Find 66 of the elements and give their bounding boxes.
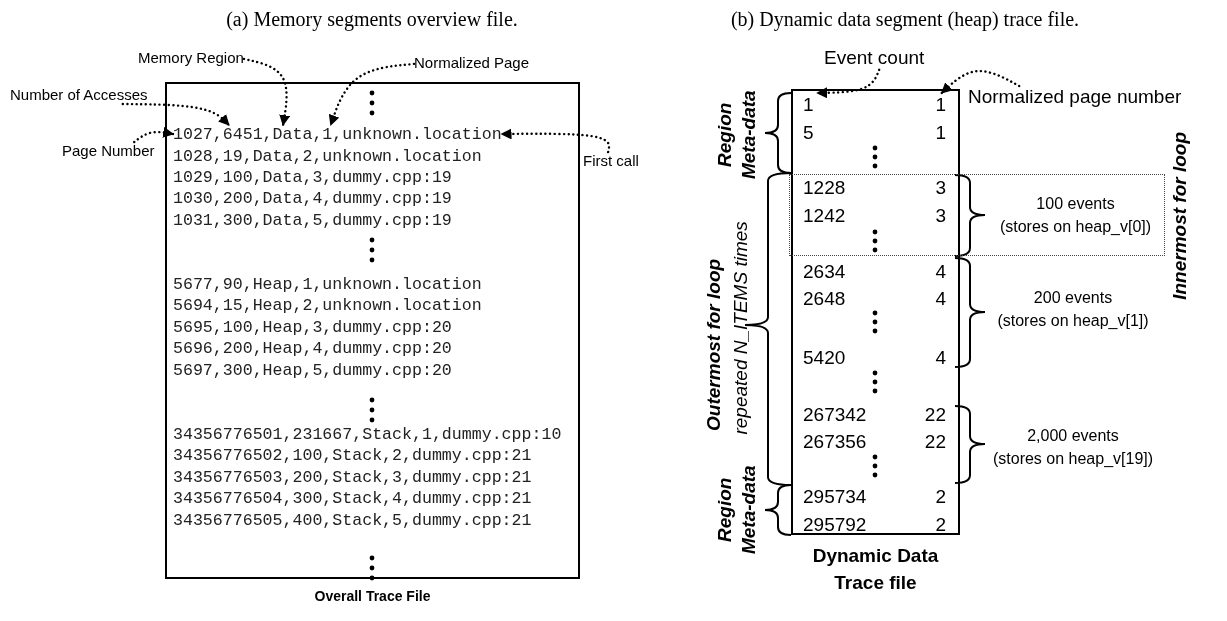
annotation-label: First call: [583, 152, 639, 170]
trace-row: 5695,100,Heap,3,dummy.cpp:20: [173, 318, 452, 338]
trace-row: 5697,300,Heap,5,dummy.cpp:20: [173, 361, 452, 381]
panel-title: (a) Memory segments overview file.: [225, 6, 519, 32]
annotation-label: Normalized Page: [414, 54, 530, 72]
brace-label: (stores on heap_v[1]): [996, 311, 1150, 331]
trace-row: 1031,300,Data,5,dummy.cpp:19: [173, 211, 452, 231]
brace-label: repeated N_ITEMS times: [729, 220, 753, 437]
trace-row: 5677,90,Heap,1,unknown.location: [173, 275, 482, 295]
annotation-text: 100 events: [1035, 194, 1116, 214]
trace-row: 1029,100,Data,3,dummy.cpp:19: [173, 168, 452, 188]
trace-row: 1030,200,Data,4,dummy.cpp:19: [173, 189, 452, 209]
brace-label: Outermost for loop: [702, 257, 726, 433]
page-number: 22: [924, 430, 946, 453]
trace-row: 5696,200,Heap,4,dummy.cpp:20: [173, 339, 452, 359]
page-number: 4: [935, 346, 946, 369]
leader-arrow: [133, 126, 175, 144]
brace-label: 200 events: [1032, 288, 1114, 308]
brace-label: (stores on heap_v[19]): [991, 449, 1155, 469]
leader-arrow: [940, 69, 1021, 95]
event-count: 1: [803, 93, 814, 116]
brace-label: 2,000 events: [1026, 426, 1120, 446]
annotation-text: (stores on heap_v[0]): [998, 217, 1153, 237]
trace-row: 5694,15,Heap,2,unknown.location: [173, 296, 482, 316]
event-count: 295734: [803, 485, 867, 508]
page-number: 4: [935, 287, 946, 310]
event-count: 2648: [803, 287, 846, 310]
trace-row: 34356776502,100,Stack,2,dummy.cpp:21: [173, 446, 532, 466]
page-number: 1: [935, 121, 946, 144]
leader-arrow: [242, 57, 291, 127]
leader-arrow: [328, 62, 416, 127]
page-number: 3: [935, 176, 946, 199]
page-number: 2: [935, 485, 946, 508]
trace-row: 34356776504,300,Stack,4,dummy.cpp:21: [173, 489, 532, 509]
annotation-label: Memory Region: [138, 49, 244, 67]
event-count: 267342: [803, 403, 867, 426]
page-number: 2: [935, 513, 946, 536]
panel-title: (b) Dynamic data segment (heap) trace file.: [729, 6, 1081, 32]
annotation-label: Event count: [824, 47, 925, 70]
event-count: 1242: [803, 204, 846, 227]
leader-arrow: [121, 102, 231, 127]
trace-row: 34356776505,400,Stack,5,dummy.cpp:21: [173, 511, 532, 531]
brace-label: Region Meta-data: [713, 89, 760, 182]
brace-label: Region Meta-data: [713, 464, 760, 557]
loop-label: Innermost for loop: [1168, 130, 1192, 302]
annotation-label: Page Number: [62, 142, 155, 160]
page-number: 1: [935, 93, 946, 116]
dotted-region-box: [789, 174, 1165, 256]
event-count: 2634: [803, 260, 846, 283]
leader-arrow: [816, 68, 881, 99]
page-number: 4: [935, 260, 946, 283]
event-count: 267356: [803, 430, 867, 453]
event-count: 295792: [803, 513, 867, 536]
page-number: 22: [924, 403, 946, 426]
event-count: 5420: [803, 346, 846, 369]
box-caption: Overall Trace File: [313, 587, 432, 606]
trace-row: 34356776501,231667,Stack,1,dummy.cpp:10: [173, 425, 562, 445]
trace-row: 1028,19,Data,2,unknown.location: [173, 147, 482, 167]
trace-row: 34356776503,200,Stack,3,dummy.cpp:21: [173, 468, 532, 488]
page-number: 3: [935, 204, 946, 227]
trace-row: 1027,6451,Data,1,unknown.location: [173, 125, 502, 145]
event-count: 5: [803, 121, 814, 144]
annotation-label: Normalized page number: [968, 86, 1182, 109]
box-caption: Dynamic Data Trace file: [811, 544, 940, 595]
event-count: 1228: [803, 176, 846, 199]
annotation-label: Number of Accesses: [10, 86, 148, 104]
